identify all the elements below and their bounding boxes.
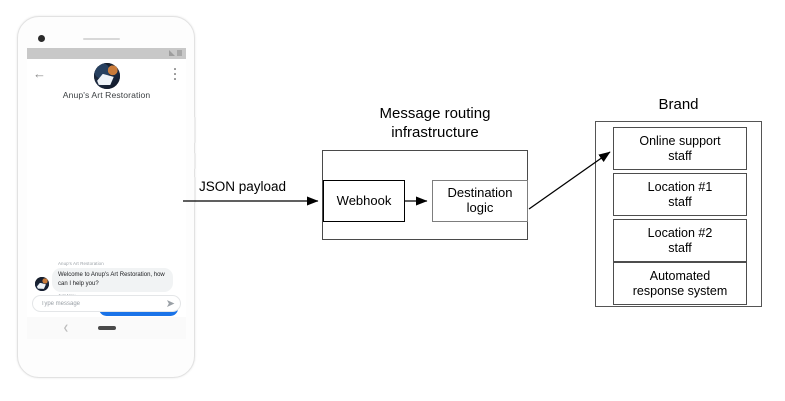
send-icon[interactable]: ➤ — [165, 297, 175, 310]
brand-title: Brand — [658, 96, 699, 113]
message-composer[interactable]: ➤ — [32, 295, 181, 312]
status-bar-icons — [169, 50, 182, 56]
brand-item-2-line1: Location #2 — [647, 226, 713, 241]
nav-back-icon[interactable]: ❮ — [63, 325, 69, 332]
battery-icon — [177, 50, 182, 56]
brand-item-0-line1: Online support — [639, 134, 721, 149]
destination-line2: logic — [466, 200, 494, 215]
brand-item-automated-response[interactable]: Automated response system — [613, 262, 747, 305]
phone-screen: ← Anup's Art Restoration Anup's Art Rest… — [27, 48, 186, 339]
destination-line1: Destination — [447, 185, 513, 201]
chat-header: ← Anup's Art Restoration — [27, 59, 186, 111]
front-camera-icon — [38, 35, 45, 42]
json-payload-label: JSON payload — [199, 179, 287, 194]
brand-item-3-line2: response system — [632, 283, 728, 298]
status-bar — [27, 48, 186, 59]
signal-bars-icon — [169, 50, 175, 56]
incoming-sender-label: Anup's Art Restoration — [58, 261, 104, 266]
infrastructure-title: Message routing infrastructure — [345, 105, 525, 143]
conversation-area: Anup's Art Restoration Welcome to Anup's… — [27, 111, 186, 322]
brand-item-1-line1: Location #1 — [647, 180, 713, 195]
phone-side-button[interactable] — [194, 177, 196, 203]
brand-name-title: Anup's Art Restoration — [62, 90, 151, 100]
brand-item-1-line2: staff — [668, 194, 692, 209]
destination-logic-box[interactable]: Destination logic — [432, 180, 528, 222]
overflow-menu-icon[interactable] — [170, 67, 180, 81]
brand-avatar[interactable] — [93, 63, 120, 89]
brand-item-3-line1: Automated — [649, 269, 711, 284]
phone-volume-button[interactable] — [194, 117, 196, 143]
android-nav-bar: ❮ — [27, 317, 186, 339]
phone-mockup: ← Anup's Art Restoration Anup's Art Rest… — [17, 16, 196, 378]
incoming-message: Anup's Art Restoration Welcome to Anup's… — [35, 261, 173, 298]
phone-power-button[interactable] — [194, 153, 196, 169]
home-pill-icon[interactable] — [97, 326, 116, 330]
webhook-box[interactable]: Webhook — [323, 180, 405, 222]
brand-item-location-1[interactable]: Location #1 staff — [613, 173, 747, 216]
back-arrow-icon[interactable]: ← — [33, 66, 46, 81]
incoming-avatar — [35, 276, 49, 291]
brand-item-0-line2: staff — [668, 148, 692, 163]
brand-item-online-support[interactable]: Online support staff — [613, 127, 747, 170]
infrastructure-title-line1: Message routing — [379, 105, 491, 122]
sensor-strip — [83, 38, 120, 40]
brand-item-location-2[interactable]: Location #2 staff — [613, 219, 747, 262]
infrastructure-title-line2: infrastructure — [391, 123, 479, 141]
incoming-bubble: Welcome to Anup's Art Restoration, how c… — [52, 267, 173, 292]
message-input[interactable] — [33, 300, 159, 307]
brand-item-2-line2: staff — [668, 240, 692, 255]
